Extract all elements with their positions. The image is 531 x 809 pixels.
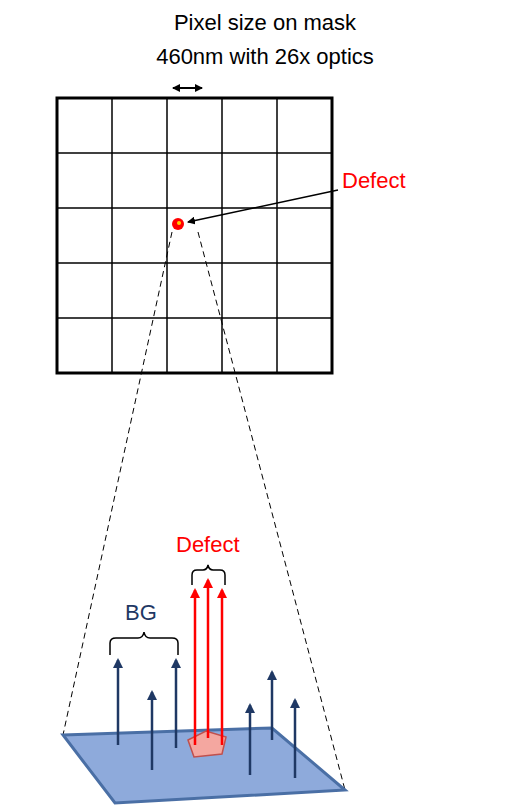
bg-label: BG (125, 596, 157, 630)
dimension-arrow (173, 87, 202, 89)
defect-arrows (195, 580, 222, 745)
defect-core (177, 221, 181, 225)
defect-label: Defect (176, 528, 240, 562)
projection-line (198, 232, 345, 790)
pixel-grid (57, 98, 332, 373)
defect-bracket (192, 565, 225, 585)
leader-arrow (188, 190, 338, 222)
pixel-size-label: Pixel size on mask 460nm with 26x optics (140, 6, 390, 74)
mask-plane (63, 728, 345, 803)
defect-callout: Defect (342, 164, 406, 198)
defect-dot (172, 218, 184, 230)
projection-line (63, 232, 172, 735)
bg-bracket (110, 632, 178, 655)
bg-arrows (118, 660, 295, 778)
